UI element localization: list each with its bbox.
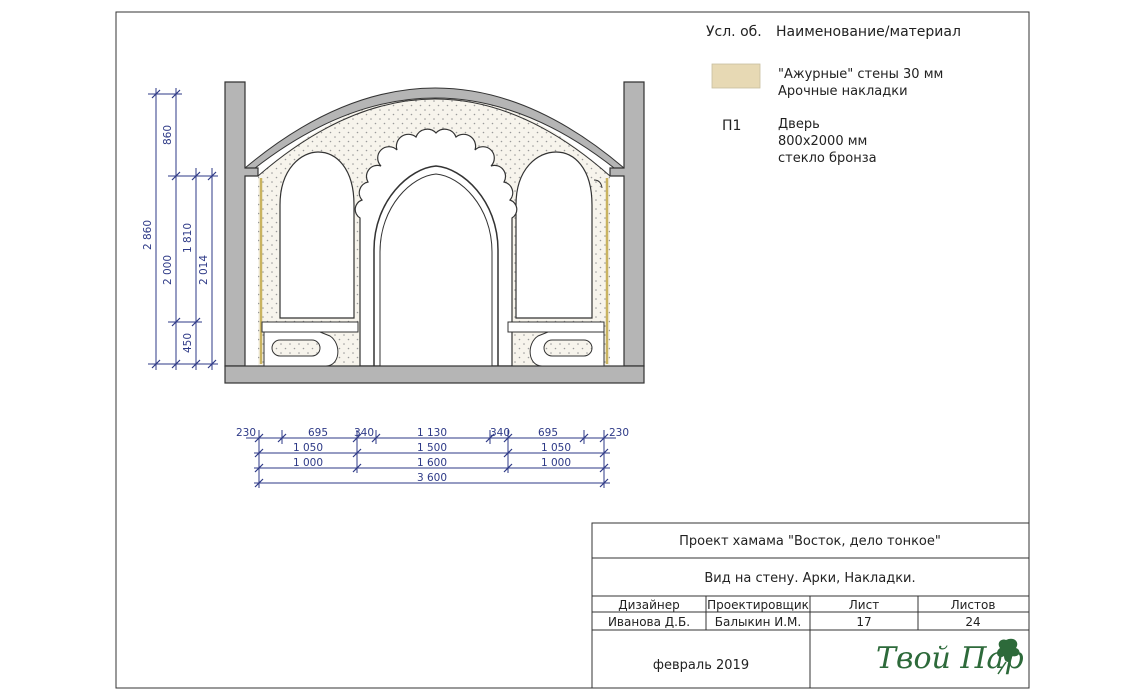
legend: Усл. об. Наименование/материал "Ажурные"… xyxy=(706,24,961,166)
sheets-total: 24 xyxy=(965,615,980,629)
legend-item-2-line-2: 800х2000 мм xyxy=(778,134,867,149)
dim-h-1500: 1 500 xyxy=(417,442,447,454)
right-wall xyxy=(609,81,645,367)
dim-h-1050-left: 1 050 xyxy=(293,442,323,454)
dim-overall-height: 2 860 xyxy=(142,220,154,250)
vertical-dimensions xyxy=(148,88,218,370)
ceiling-arch-inner-line xyxy=(257,98,611,177)
dim-wall-height: 2 000 xyxy=(162,255,174,285)
col-sheets-label: Листов xyxy=(951,598,996,612)
legend-swatch-lattice xyxy=(711,63,761,89)
col-engineer-label: Проектировщик xyxy=(707,598,809,612)
title-block xyxy=(591,522,1030,689)
dim-h-1000-left: 1 000 xyxy=(293,457,323,469)
dim-h-230-left: 230 xyxy=(236,427,256,439)
right-blind-arch xyxy=(515,151,593,319)
dim-door-height: 2 014 xyxy=(198,255,210,285)
floor-slab xyxy=(224,365,645,384)
dim-h-230-right: 230 xyxy=(609,427,629,439)
dim-niche-height: 1 810 xyxy=(182,223,194,253)
wall-elevation xyxy=(224,81,645,384)
door-opening-inner xyxy=(379,173,493,366)
project-title: Проект хамама "Восток, дело тонкое" xyxy=(679,534,941,549)
left-bench xyxy=(261,321,359,367)
col-sheet-label: Лист xyxy=(849,598,879,612)
dim-h-340-right: 340 xyxy=(490,427,510,439)
dim-h-1050-right: 1 050 xyxy=(541,442,571,454)
right-bench xyxy=(507,321,605,367)
col-designer-label: Дизайнер xyxy=(618,598,680,612)
left-blind-arch xyxy=(279,151,355,319)
logo-wordmark: Твой Пар xyxy=(876,641,1024,676)
legend-header-name: Наименование/материал xyxy=(776,24,961,40)
dim-h-340-left: 340 xyxy=(354,427,374,439)
door-opening-outer xyxy=(373,165,499,366)
legend-item-2-symbol: П1 xyxy=(722,118,741,134)
dim-bench-height: 450 xyxy=(182,333,194,353)
dim-h-3600: 3 600 xyxy=(417,472,447,484)
dim-h-1130: 1 130 xyxy=(417,427,447,439)
legend-item-1-line-2: Арочные накладки xyxy=(778,84,908,99)
legend-item-2-line-3: стекло бронза xyxy=(778,151,877,166)
legend-item-1-line-1: "Ажурные" стены 30 мм xyxy=(778,67,943,82)
dim-h-695-right: 695 xyxy=(538,427,558,439)
left-wall xyxy=(224,81,259,367)
brand-logo: Твой Пар xyxy=(876,638,1024,676)
right-corner-detail xyxy=(593,179,603,189)
dim-h-1600: 1 600 xyxy=(417,457,447,469)
legend-item-2-line-1: Дверь xyxy=(778,117,820,132)
dim-arch-height: 860 xyxy=(162,125,174,145)
sheet-number: 17 xyxy=(856,615,871,629)
horizontal-dimensions xyxy=(246,430,616,488)
dim-h-695-left: 695 xyxy=(308,427,328,439)
designer-name: Иванова Д.Б. xyxy=(608,615,690,629)
oak-leaf-icon xyxy=(997,638,1020,675)
engineer-name: Балыкин И.М. xyxy=(715,615,801,629)
sheet-frame xyxy=(115,11,1030,689)
dim-h-1000-right: 1 000 xyxy=(541,457,571,469)
legend-header-symbol: Усл. об. xyxy=(706,24,762,40)
sheet-title: Вид на стену. Арки, Накладки. xyxy=(704,571,915,586)
sheet-date: февраль 2019 xyxy=(653,658,749,673)
